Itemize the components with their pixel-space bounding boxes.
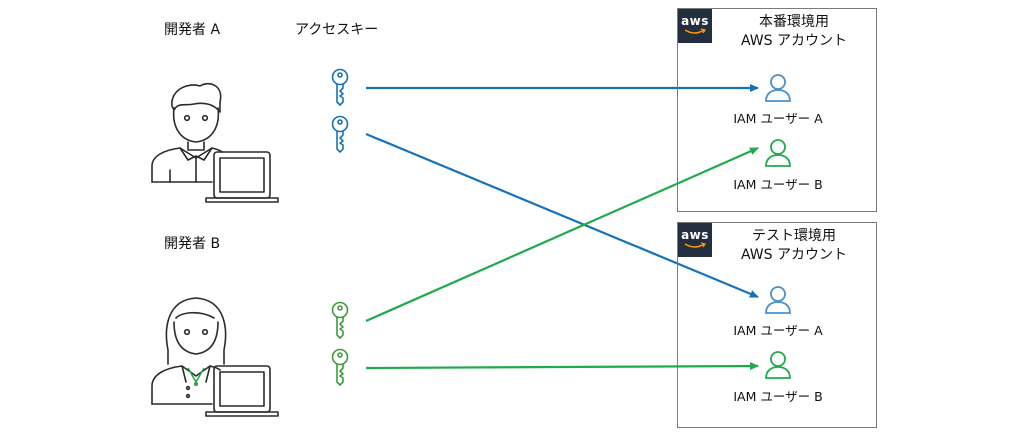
arrow-b-key1-to-prod-user-b — [365, 146, 759, 323]
user-icon — [765, 139, 791, 167]
developer-a-icon — [151, 82, 279, 203]
arrow-b-key2-to-test-user-b — [365, 362, 759, 371]
developer-a-label: 開発者 A — [164, 22, 221, 38]
aws-logo-icon: aws — [678, 9, 712, 43]
key-icon — [331, 115, 349, 153]
production-account-box: aws 本番環境用 AWS アカウント — [677, 8, 877, 212]
test-account-title: テスト環境用 AWS アカウント — [741, 228, 847, 263]
access-key-label: アクセスキー — [295, 22, 379, 38]
test-account-box: aws テスト環境用 AWS アカウント — [677, 222, 877, 428]
key-icon — [331, 68, 349, 106]
arrow-a-key2-to-test-user-a — [365, 132, 759, 299]
key-icon — [331, 348, 349, 386]
prod-iam-user-a-label: IAM ユーザー A — [733, 111, 823, 126]
user-icon — [765, 74, 791, 102]
user-icon — [765, 351, 791, 379]
production-account-title: 本番環境用 AWS アカウント — [741, 14, 847, 49]
developer-b-label: 開発者 B — [164, 236, 221, 252]
aws-logo-icon: aws — [678, 223, 712, 257]
key-icon — [331, 301, 349, 339]
prod-iam-user-b-label: IAM ユーザー B — [733, 177, 823, 192]
test-iam-user-a-label: IAM ユーザー A — [733, 323, 823, 338]
user-icon — [765, 286, 791, 314]
test-iam-user-b-label: IAM ユーザー B — [733, 389, 823, 404]
developer-b-icon — [151, 297, 279, 417]
